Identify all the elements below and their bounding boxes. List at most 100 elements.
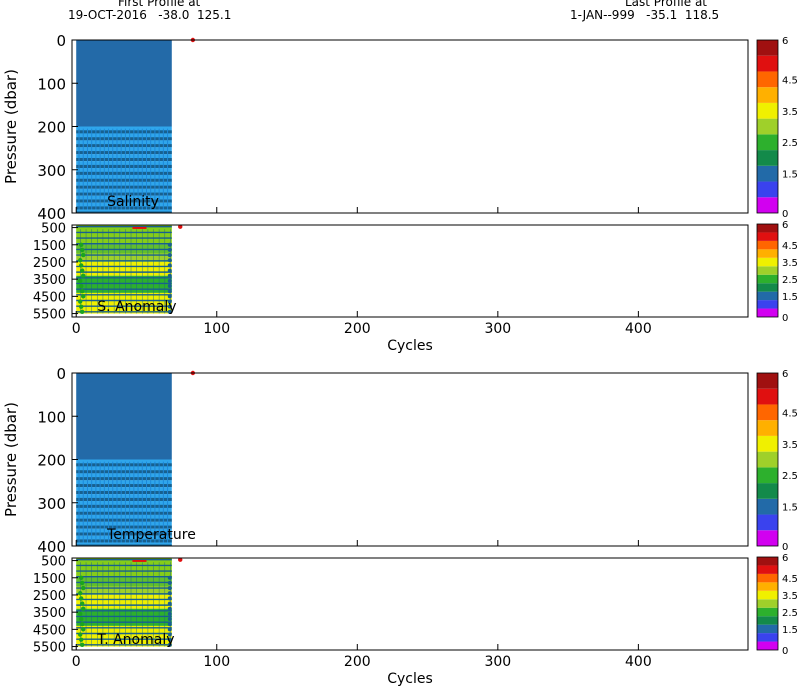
x-axis-label: Cycles — [387, 671, 433, 687]
colorbar-swatch — [757, 590, 778, 600]
panel-title: T. Anomaly — [96, 632, 174, 648]
x-tick-label: 100 — [203, 321, 230, 337]
edge-dot — [167, 242, 172, 247]
colorbar-label: 3.5 — [782, 258, 798, 269]
colorbar-label: 0 — [782, 646, 788, 657]
edge-dot — [80, 622, 85, 627]
data-marker — [178, 557, 183, 562]
colorbar-swatch — [757, 40, 778, 56]
colorbar-swatch — [757, 565, 778, 574]
edge-dot — [80, 268, 85, 273]
colorbar-label: 2.5 — [782, 608, 798, 619]
edge-dot — [167, 611, 172, 616]
edge-dot — [167, 268, 172, 273]
dark-band — [76, 206, 172, 210]
colorbar-swatch — [757, 404, 778, 421]
light-band — [76, 480, 172, 488]
colorbar-label: 3.5 — [782, 107, 798, 118]
light-band — [76, 154, 172, 162]
y-tick-label: 100 — [37, 408, 66, 426]
colorbar-frame — [756, 556, 779, 651]
edge-dot — [167, 606, 172, 611]
light-band — [76, 473, 172, 481]
edge-dot — [79, 283, 84, 289]
dark-band — [76, 192, 172, 196]
colorbar-frame — [756, 372, 779, 547]
edge-dot — [81, 252, 86, 258]
edge-dot — [79, 263, 84, 268]
y-tick-label: 500 — [41, 222, 66, 237]
colorbar-swatch — [757, 240, 778, 250]
colorbar-label: 1.5 — [782, 292, 798, 303]
y-tick-label: 5500 — [33, 308, 66, 323]
dark-band — [76, 490, 172, 495]
edge-dot — [167, 304, 172, 309]
colorbar-swatch — [757, 557, 778, 566]
edge-dot — [167, 258, 172, 263]
dark-band — [76, 130, 172, 134]
edge-dot — [167, 294, 172, 299]
edge-dot — [79, 616, 84, 622]
light-band — [76, 168, 172, 175]
colorbar-label: 0 — [782, 542, 788, 553]
edge-dot — [81, 585, 86, 591]
light-band — [76, 507, 172, 515]
colorbar-label: 1.5 — [782, 625, 798, 636]
light-band — [76, 161, 172, 169]
light-band — [76, 202, 172, 210]
edge-dot — [167, 586, 172, 591]
dark-band — [76, 511, 172, 515]
dark-band — [76, 211, 172, 213]
colorbar-swatch — [757, 87, 778, 103]
edge-dot — [79, 304, 84, 309]
edge-dot — [78, 278, 83, 284]
y-tick-label: 400 — [37, 205, 66, 223]
edge-dot — [167, 289, 172, 294]
edge-dot — [80, 247, 85, 253]
light-band — [76, 188, 172, 196]
edge-dot — [167, 253, 172, 258]
edge-dot — [79, 242, 84, 247]
dark-band — [76, 470, 172, 474]
colorbar-swatch — [757, 257, 778, 267]
edge-dot — [167, 299, 172, 304]
edge-dot — [167, 632, 172, 637]
colorbar-swatch — [757, 420, 778, 436]
colorbar-swatch — [757, 102, 778, 119]
y-tick-label: 300 — [37, 495, 66, 513]
light-band — [76, 487, 172, 495]
colorbar-label: 0 — [782, 209, 788, 220]
x-tick-label: 100 — [203, 654, 230, 670]
colorbar-swatch — [757, 530, 778, 546]
light-band — [76, 501, 172, 508]
dark-band — [76, 539, 172, 543]
x-tick-label: 0 — [72, 654, 81, 670]
edge-dot — [167, 601, 172, 606]
dark-band — [76, 532, 172, 536]
edge-dot — [167, 309, 172, 314]
colorbar-label: 4.5 — [782, 574, 798, 585]
y-tick-label: 200 — [37, 452, 66, 470]
y-axis-label: Pressure (dbar) — [2, 69, 20, 184]
y-tick-label: 1500 — [33, 239, 66, 254]
colorbar-label: 2.5 — [782, 138, 798, 149]
colorbar-label: 6 — [782, 220, 788, 231]
dark-band — [76, 497, 172, 502]
colorbar-swatch — [757, 197, 778, 213]
light-band — [76, 140, 172, 148]
edge-dot — [78, 632, 83, 637]
colorbar-swatch — [757, 291, 778, 301]
edge-dot — [79, 575, 84, 580]
colorbar-swatch — [757, 373, 778, 389]
last-profile-title: Last Profile at — [625, 0, 707, 9]
edge-dot — [167, 637, 172, 642]
colorbar-swatch — [757, 435, 778, 452]
colorbar-swatch — [757, 624, 778, 634]
edge-dot — [80, 601, 85, 606]
light-band — [76, 126, 172, 134]
colorbar-swatch — [757, 165, 778, 182]
x-tick-label: 200 — [344, 321, 371, 337]
colorbar-swatch — [757, 118, 778, 135]
